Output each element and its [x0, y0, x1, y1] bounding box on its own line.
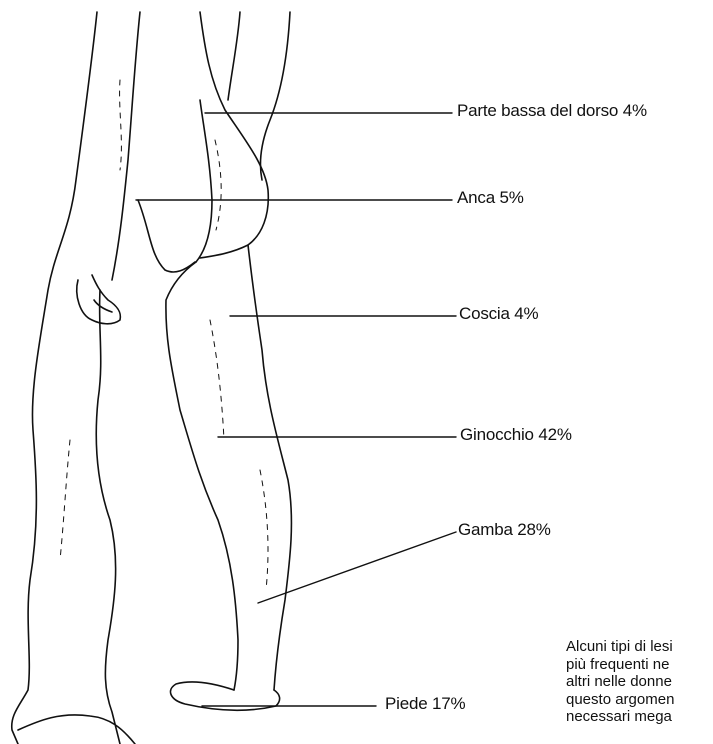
torso-outline	[138, 12, 290, 272]
detail-strokes	[60, 80, 268, 590]
label-foot: Piede 17%	[385, 694, 465, 714]
label-leg: Gamba 28%	[458, 520, 551, 540]
caption-line: Alcuni tipi di lesi	[566, 638, 713, 656]
caption-line: più frequenti ne	[566, 656, 713, 674]
caption-line: altri nelle donne	[566, 673, 713, 691]
leader-lines	[136, 113, 456, 706]
caption-line: questo argomen	[566, 691, 713, 709]
leader-leg	[258, 532, 456, 603]
front-leg-outline	[166, 245, 292, 710]
label-lower-back: Parte bassa del dorso 4%	[457, 101, 647, 121]
label-thigh: Coscia 4%	[459, 304, 538, 324]
label-knee: Ginocchio 42%	[460, 425, 572, 445]
caption-text: Alcuni tipi di lesi più frequenti ne alt…	[566, 638, 713, 744]
label-hip: Anca 5%	[457, 188, 524, 208]
back-leg-outline	[12, 12, 140, 744]
caption-line: necessari mega	[566, 708, 713, 726]
hand-outline	[77, 275, 121, 324]
